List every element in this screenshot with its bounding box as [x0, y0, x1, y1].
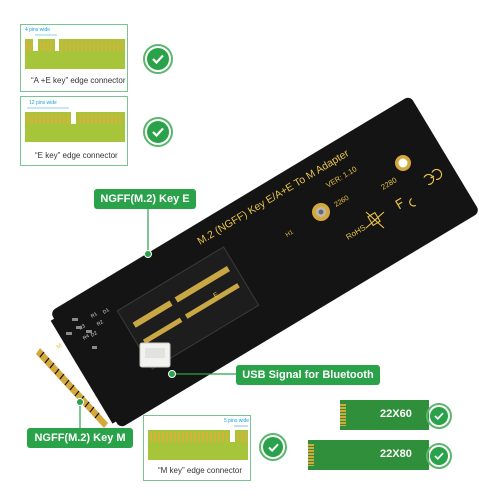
check-icon: [426, 403, 452, 429]
pcb-silk-d1: D1: [102, 307, 111, 316]
e-key-edge-connector-image: [25, 107, 125, 142]
length-22x60-label: 22X60: [380, 408, 412, 420]
pcb-silk-r2: R2: [96, 319, 105, 328]
pcb-hole-label: H1: [285, 229, 295, 238]
m-key-connector-panel: 5 pins wide “M key” edge connector: [143, 415, 251, 481]
weee-bin-icon: [365, 211, 385, 229]
pcb-silk-r4: R4: [82, 333, 91, 342]
key-m-callout: NGFF(M.2) Key M: [27, 428, 133, 448]
ae-key-connector-panel: 4 pins wide “A +E key” edge connector: [20, 24, 128, 92]
pcb-slot-label: E: [212, 291, 220, 300]
ae-key-edge-connector-image: [25, 34, 125, 69]
length-22x80-label: 22X80: [380, 448, 412, 460]
m-key-caption: “M key” edge connector: [158, 466, 243, 475]
m-key-pin-note: 5 pins wide: [224, 418, 250, 424]
e-key-caption: “E key” edge connector: [35, 151, 118, 160]
check-icon: [259, 433, 287, 461]
pcb-silk-d2: D2: [90, 330, 99, 339]
check-icon: [426, 443, 452, 469]
ae-key-pin-note: 4 pins wide: [25, 27, 51, 33]
key-e-callout: NGFF(M.2) Key E: [94, 189, 196, 209]
m-key-edge-connector-image: [148, 425, 248, 460]
length-22x60-board: 22X60: [340, 400, 429, 430]
e-key-pin-note: 12 pins wide: [29, 100, 57, 106]
pcb-silk-r3: R3: [78, 323, 87, 332]
ae-key-caption: “A +E key” edge connector: [31, 76, 126, 85]
check-icon: [143, 117, 173, 147]
pcb-silk-r1: R1: [90, 311, 99, 320]
usb-bluetooth-callout: USB Signal for Bluetooth: [236, 365, 380, 385]
check-icon: [143, 44, 173, 74]
length-22x80-board: 22X80: [308, 440, 429, 470]
pcb-m-label: M: [56, 343, 63, 351]
fc-mark-icon: [395, 197, 417, 210]
e-key-connector-panel: 12 pins wide “E key” edge connector: [20, 96, 128, 166]
